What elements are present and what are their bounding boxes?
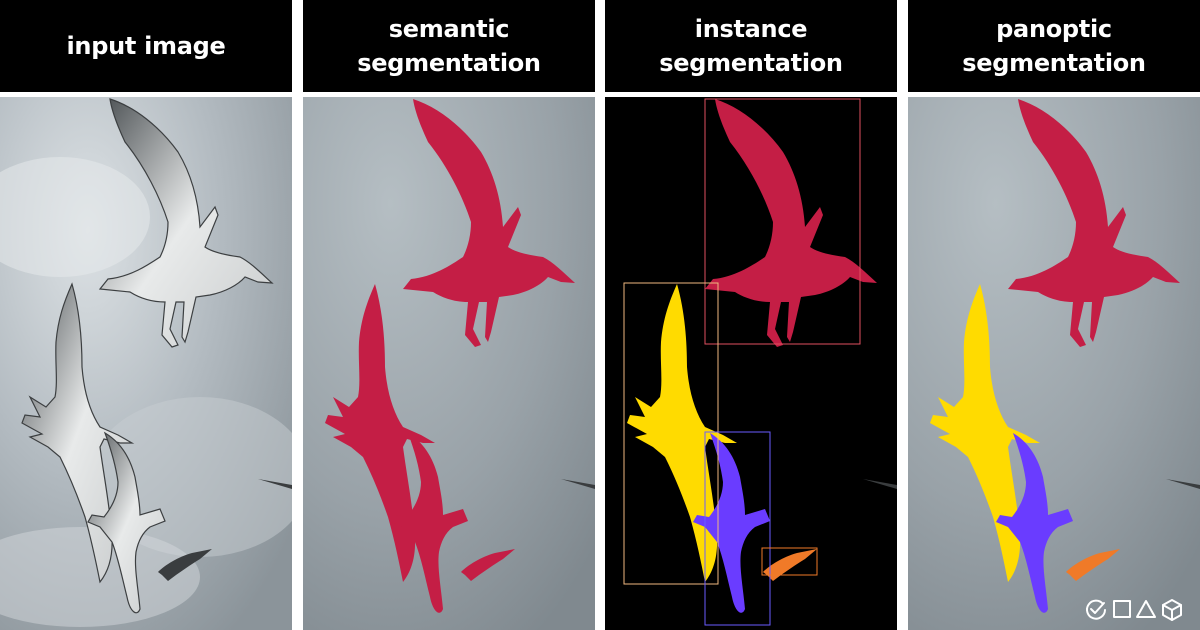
triangle-icon bbox=[1136, 600, 1156, 618]
panel-panoptic-segmentation: panoptic segmentation bbox=[908, 0, 1200, 630]
panel-title: semantic segmentation bbox=[357, 12, 541, 80]
panel-semantic-segmentation: semantic segmentation bbox=[303, 0, 595, 630]
title-line-2: segmentation bbox=[357, 49, 541, 77]
square-icon bbox=[1113, 600, 1131, 618]
instance-box-2 bbox=[623, 282, 719, 585]
panel-header: panoptic segmentation bbox=[908, 0, 1200, 92]
instance-mask-view bbox=[605, 97, 897, 630]
title-line-2: segmentation bbox=[659, 49, 843, 77]
panel-instance-segmentation: instance segmentation bbox=[605, 0, 897, 630]
title-line-1: panoptic bbox=[996, 15, 1112, 43]
check-circle-icon bbox=[1086, 599, 1106, 620]
panel-title: panoptic segmentation bbox=[962, 12, 1146, 80]
instance-box-4 bbox=[761, 547, 818, 576]
title-line-1: semantic bbox=[388, 15, 510, 43]
panel-title: instance segmentation bbox=[659, 12, 843, 80]
panel-header: semantic segmentation bbox=[303, 0, 595, 92]
input-photo bbox=[0, 97, 292, 630]
brand-logo bbox=[1084, 597, 1192, 621]
panel-header: instance segmentation bbox=[605, 0, 897, 92]
panel-input-image: input image bbox=[0, 0, 292, 630]
panel-title: input image bbox=[67, 29, 226, 63]
cube-icon bbox=[1162, 599, 1182, 621]
title-line-1: instance bbox=[694, 15, 808, 43]
title-line-1: input image bbox=[66, 32, 226, 60]
semantic-mask-view bbox=[303, 97, 595, 630]
panel-header: input image bbox=[0, 0, 292, 92]
instance-box-1 bbox=[704, 98, 861, 345]
instance-box-3 bbox=[704, 431, 771, 626]
title-line-2: segmentation bbox=[962, 49, 1146, 77]
panoptic-mask-view bbox=[908, 97, 1200, 630]
